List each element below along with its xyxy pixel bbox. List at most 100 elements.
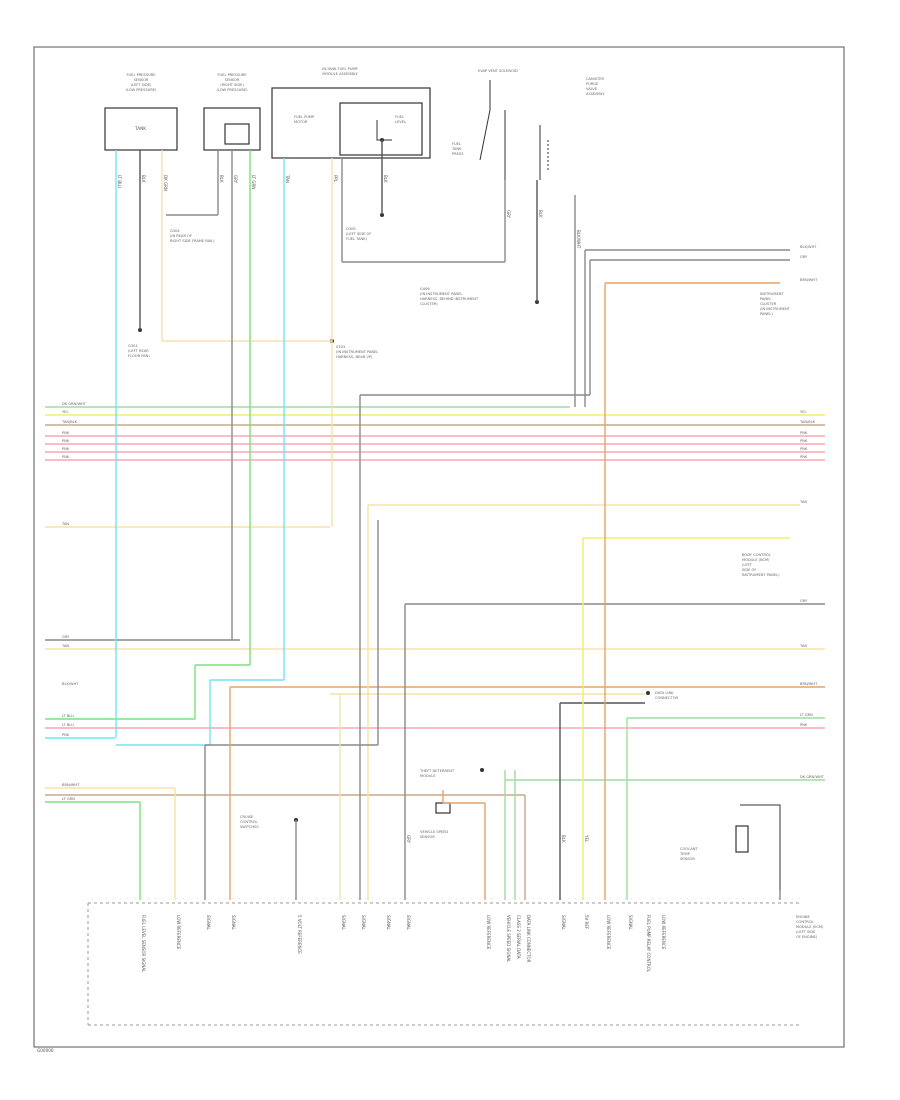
diagram-frame: [33, 46, 845, 1048]
svg-text:G406: G406: [420, 287, 430, 291]
wire-label-vertical: TAN: [285, 174, 290, 183]
wire-label-left: BRN/WHT: [62, 783, 80, 787]
svg-text:CLUSTER): CLUSTER): [420, 302, 438, 306]
wire-label-vertical: BLK/WHT: [576, 230, 581, 249]
wire-label-vertical: YEL: [584, 834, 589, 843]
fuel-pressure-sensor-right: FUEL PRESSURE SENSOR (RIGHT SIDE) (LOW P…: [203, 73, 261, 151]
svg-text:CANISTER: CANISTER: [586, 77, 604, 81]
ecm-pin-label: FUEL LEVEL SENSOR SIGNAL: [141, 915, 146, 973]
svg-text:FUEL PRESSURE: FUEL PRESSURE: [217, 73, 247, 77]
pin-tick: ·: [344, 897, 345, 901]
svg-text:INSTRUMENT: INSTRUMENT: [760, 292, 784, 296]
pin-tick: ·: [617, 897, 618, 901]
right-wire-labels: YELTAN/BLKPNKPNKPNKPNKTANGRYTANBRN/WHTLT…: [799, 245, 825, 779]
svg-text:(LEFT SIDE: (LEFT SIDE: [796, 930, 816, 934]
note-body-control-module: BODY CONTROL MODULE (BCM) (LEFT SIDE OF …: [742, 553, 780, 577]
svg-text:PANEL): PANEL): [760, 312, 773, 316]
pin-tick: ·: [596, 897, 597, 901]
pin-tick: ·: [288, 897, 289, 901]
wire-label-left: LT BLU: [62, 723, 74, 727]
pin-tick: ·: [99, 897, 100, 901]
in-tank-fuel-pump-module: IN-TANK FUEL PUMP MODULE ASSEMBLY FUEL P…: [271, 67, 431, 159]
wire-label-left: LT BLU: [62, 714, 74, 718]
pin-tick: ·: [176, 897, 177, 901]
wire-label-vertical: GRY: [406, 835, 411, 844]
pin-tick: ·: [190, 897, 191, 901]
wire-label-left: YEL: [62, 410, 68, 414]
svg-text:(LEFT REAR: (LEFT REAR: [128, 349, 149, 353]
pin-tick: ·: [106, 897, 107, 901]
svg-text:MODULE (ECM): MODULE (ECM): [796, 925, 824, 929]
wire-label-left: PNK: [62, 431, 70, 435]
svg-text:MODULE: MODULE: [420, 774, 436, 778]
pin-tick: ·: [274, 897, 275, 901]
pin-tick: ·: [582, 897, 583, 901]
wire-label-vertical: GRY: [233, 175, 238, 184]
pin-tick: ·: [183, 897, 184, 901]
pin-tick: ·: [197, 897, 198, 901]
wire-label-right: PNK: [800, 455, 808, 459]
pin-tick: ·: [456, 897, 457, 901]
svg-text:CONTROL: CONTROL: [796, 920, 814, 924]
ecm-pin-label: SIGNAL: [386, 915, 391, 931]
wire-label-right: PNK: [800, 431, 808, 435]
svg-text:TEMP: TEMP: [679, 852, 691, 856]
pin-tick: ·: [260, 897, 261, 901]
ecm-pin-label: 5V REF: [584, 915, 589, 930]
pin-tick: ·: [533, 897, 534, 901]
svg-text:VEHICLE SPEED: VEHICLE SPEED: [420, 830, 448, 834]
ecm-pin-label: SIGNAL: [341, 915, 346, 931]
ground-note-g305: G305 (LEFT SIDE OF FUEL TANK): [346, 213, 384, 241]
svg-text:MOTOR: MOTOR: [294, 120, 308, 124]
ecm-pin-label: SIGNAL: [206, 915, 211, 931]
wire-label-right: TAN/BLK: [799, 420, 816, 424]
wire-label-vertical: BLK: [538, 210, 543, 218]
ground-note-g406: G406 (IN INSTRUMENT PANEL HARNESS, BEHIN…: [420, 287, 539, 306]
pin-tick: ·: [484, 897, 485, 901]
wire-label-vertical: PPL: [333, 175, 338, 183]
page-code: G00000: [37, 1048, 54, 1053]
pin-tick: ·: [400, 897, 401, 901]
pin-tick: ·: [729, 897, 730, 901]
pin-tick: ·: [554, 897, 555, 901]
wire-label-left: DK GRN/WHT: [62, 402, 87, 406]
svg-text:(IN REAR OF: (IN REAR OF: [170, 234, 192, 238]
pin-tick: ·: [652, 897, 653, 901]
svg-text:FUEL PUMP: FUEL PUMP: [294, 115, 315, 119]
svg-text:(LEFT SIDE OF: (LEFT SIDE OF: [346, 232, 371, 236]
pin-tick: ·: [764, 897, 765, 901]
data-link-connector: DATA LINK CONNECTOR: [646, 691, 679, 700]
coolant-temp-sensor: COOLANT TEMP SENSOR: [679, 804, 781, 890]
wire-label-right: TAN: [799, 500, 807, 504]
ecm-pin-label: SIGNAL: [628, 915, 633, 931]
pin-tick: ·: [358, 897, 359, 901]
pin-tick: ·: [92, 897, 93, 901]
pin-tick: ·: [526, 897, 527, 901]
svg-text:CONNECTOR: CONNECTOR: [655, 696, 679, 700]
svg-text:SENSOR: SENSOR: [134, 78, 149, 82]
svg-text:(LEFT: (LEFT: [742, 563, 753, 567]
svg-text:LEVEL: LEVEL: [395, 120, 406, 124]
pin-tick: ·: [701, 897, 702, 901]
wire-label-left: LT GRN: [62, 797, 75, 801]
pin-tick: ·: [302, 897, 303, 901]
pin-tick: ·: [631, 897, 632, 901]
svg-text:TANK: TANK: [134, 126, 146, 131]
wire-label-right: DK GRN/WHT: [800, 775, 825, 779]
pin-tick: ·: [680, 897, 681, 901]
svg-text:EVAP VENT SOLENOID: EVAP VENT SOLENOID: [478, 69, 518, 73]
wire-bus: [45, 249, 825, 803]
pin-tick: ·: [477, 897, 478, 901]
svg-text:IN-TANK FUEL PUMP: IN-TANK FUEL PUMP: [322, 67, 358, 71]
svg-text:SENSOR: SENSOR: [680, 857, 695, 861]
wire-label-vertical: DK GRN: [163, 175, 168, 191]
svg-text:COOLANT: COOLANT: [680, 847, 698, 851]
wire-label-right: LT GRN: [800, 713, 813, 717]
pin-tick: ·: [442, 897, 443, 901]
wire-label-right: GRY: [800, 599, 808, 603]
pin-tick: ·: [162, 897, 163, 901]
ground-note-g304: G304 (IN REAR OF RIGHT SIDE FRAME RAIL): [170, 229, 215, 243]
pin-tick: ·: [449, 897, 450, 901]
svg-text:TANK: TANK: [451, 147, 462, 151]
